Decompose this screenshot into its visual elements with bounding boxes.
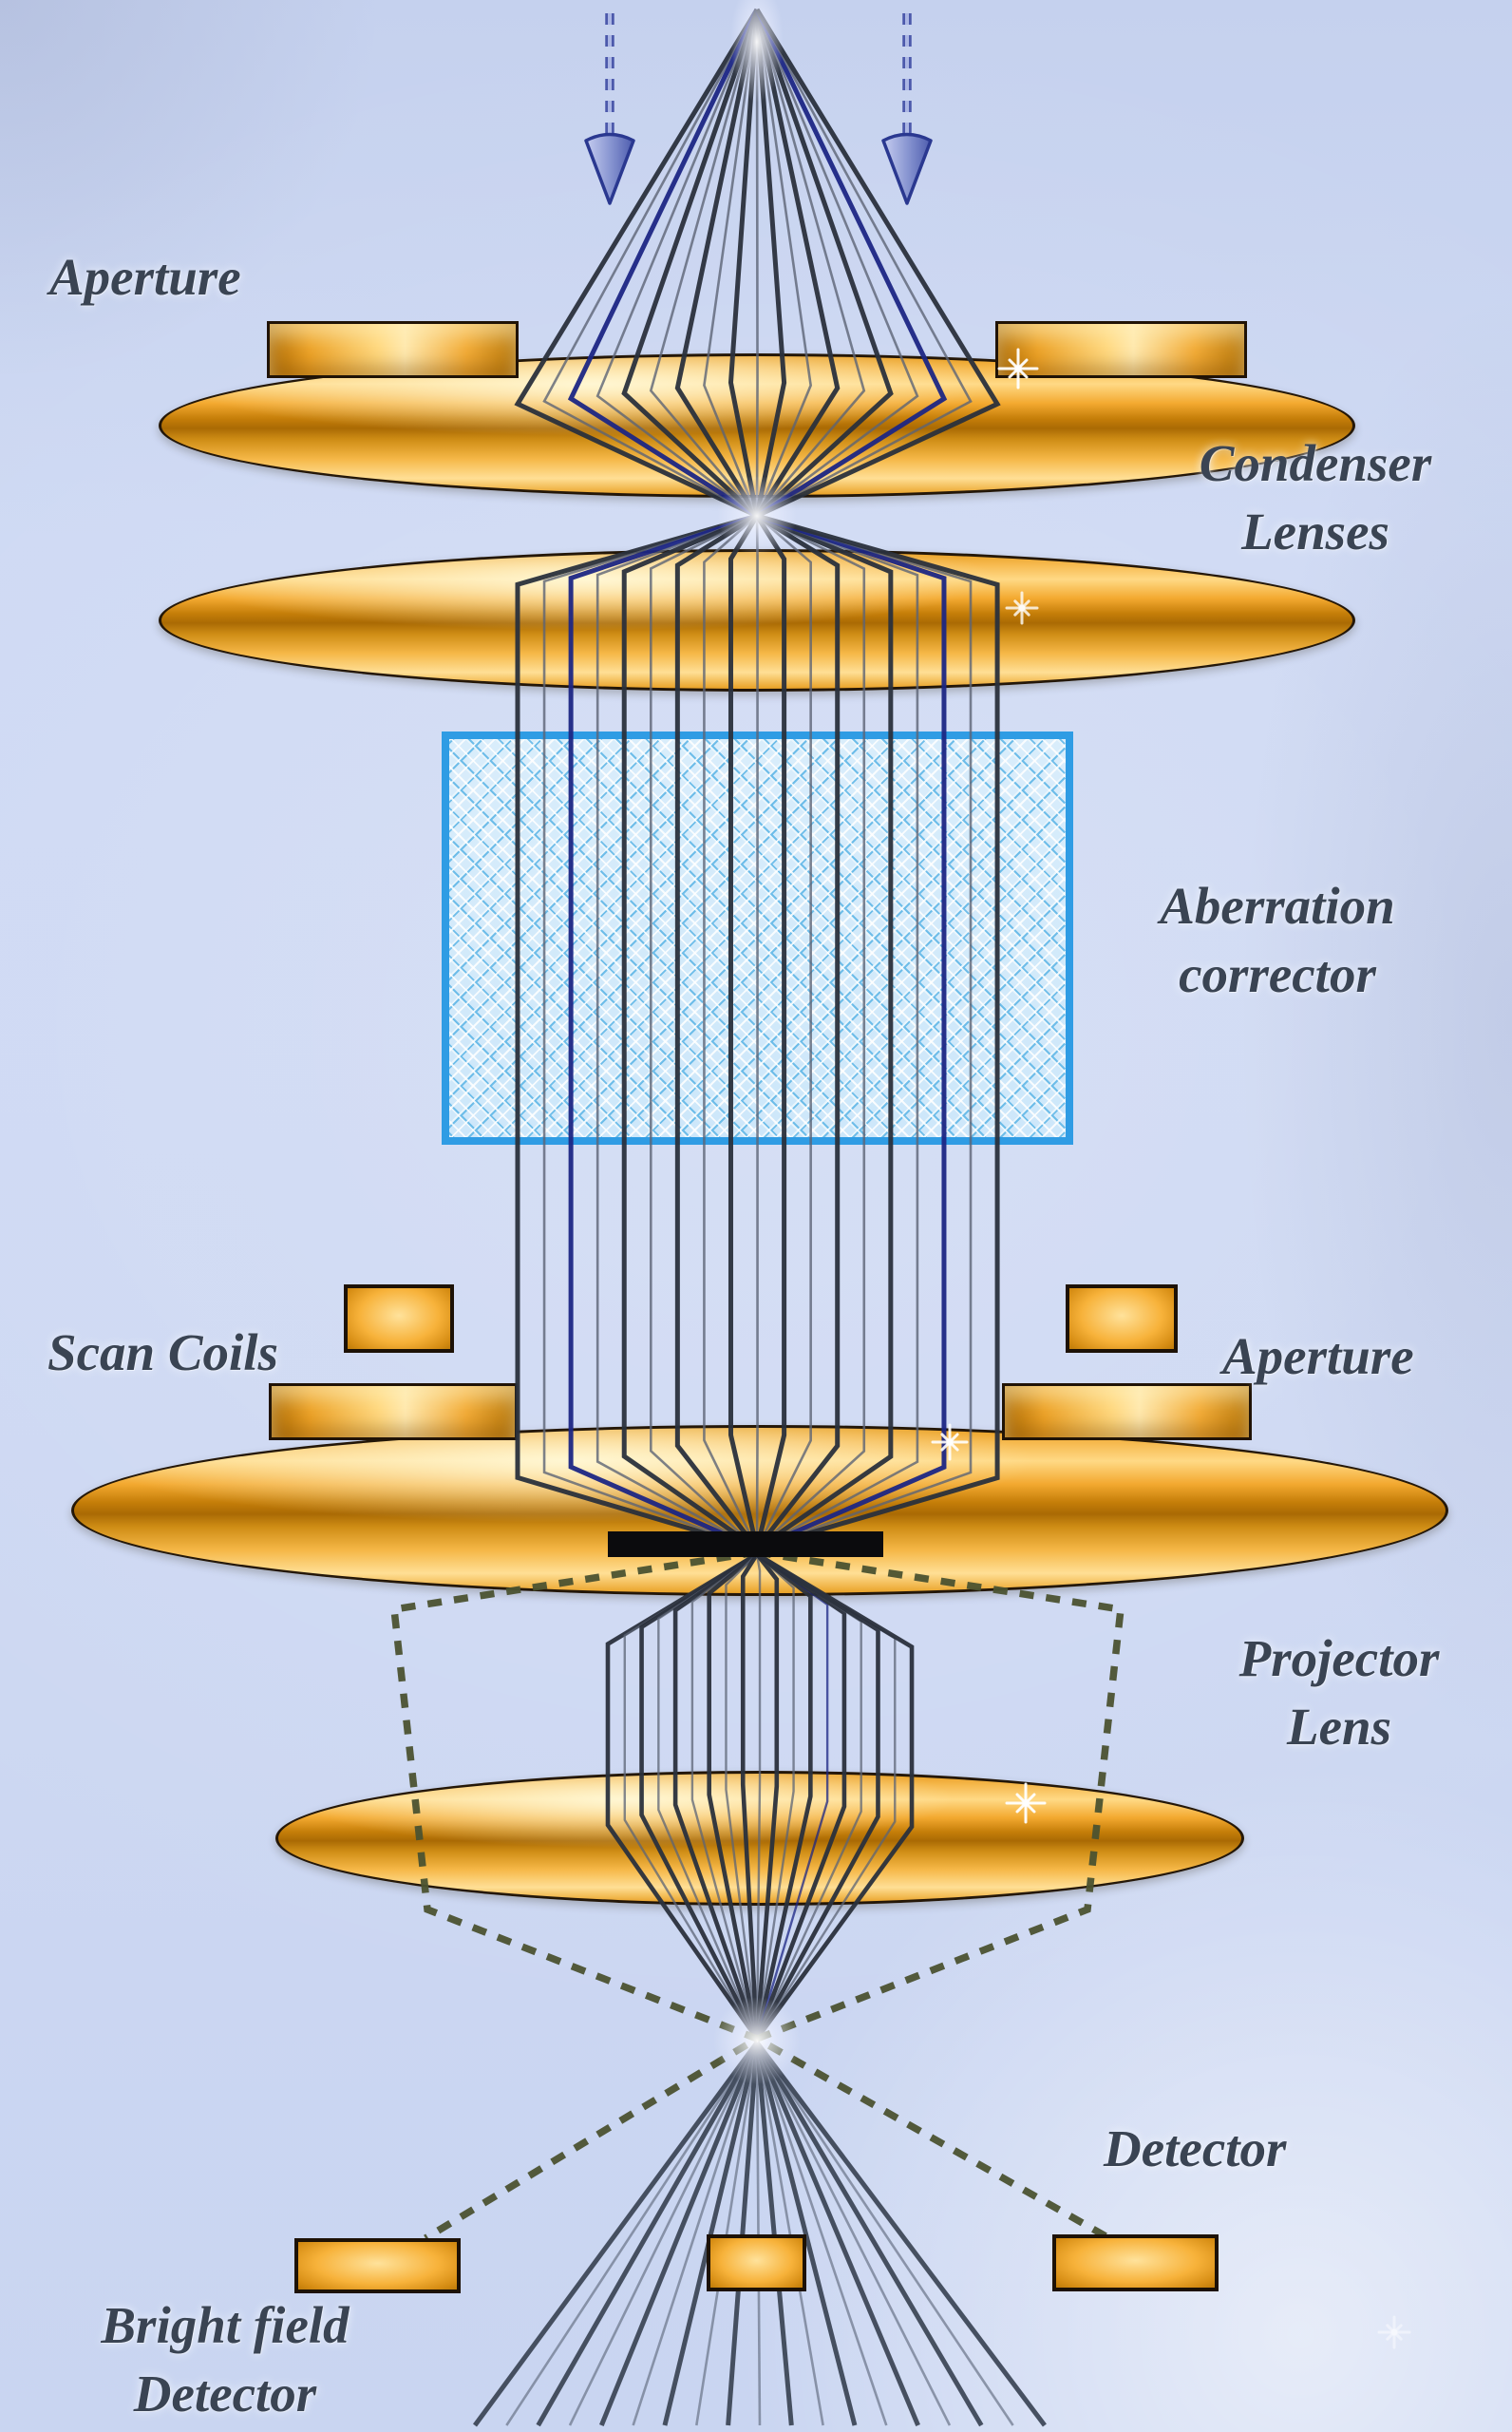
mid-aperture-bar-left bbox=[269, 1383, 518, 1440]
top-aperture-bar-left bbox=[267, 321, 519, 378]
label-bright-field-line1: Bright field bbox=[101, 2296, 350, 2354]
scan-coil-left bbox=[344, 1284, 454, 1353]
label-detector: Detector bbox=[1104, 2119, 1287, 2177]
label-projector-line2: Lens bbox=[1287, 1697, 1391, 1756]
label-aperture-mid: Aperture bbox=[1222, 1327, 1414, 1385]
label-condenser-lenses: Condenser Lenses bbox=[1154, 429, 1477, 565]
electron-beam-arrow-icon-left bbox=[584, 13, 635, 205]
label-aperture-top: Aperture bbox=[49, 248, 241, 306]
label-bright-field-line2: Detector bbox=[133, 2364, 317, 2422]
center-detector-box bbox=[707, 2234, 806, 2291]
scan-coil-right bbox=[1066, 1284, 1178, 1353]
electron-beam-arrow-icon-right bbox=[881, 13, 933, 205]
label-bright-field-detector: Bright field Detector bbox=[21, 2291, 429, 2427]
label-aberration-line1: Aberration bbox=[1160, 877, 1395, 935]
mid-aperture-bar-right bbox=[1002, 1383, 1252, 1440]
annular-detector-box bbox=[1052, 2234, 1219, 2291]
label-condenser-line2: Lenses bbox=[1241, 502, 1389, 560]
label-scan-coils: Scan Coils bbox=[47, 1323, 278, 1381]
bright-field-detector-box bbox=[294, 2238, 461, 2293]
label-condenser-line1: Condenser bbox=[1199, 434, 1432, 492]
label-aberration-corrector: Aberration corrector bbox=[1073, 872, 1482, 1008]
scattered-ray-dashes bbox=[389, 1548, 1125, 2242]
label-projector-line1: Projector bbox=[1238, 1629, 1440, 1687]
crossover-glows bbox=[713, 0, 801, 2084]
specimen-bar bbox=[608, 1531, 883, 1557]
incident-beam-arrows bbox=[584, 13, 933, 205]
label-projector-lens: Projector Lens bbox=[1182, 1624, 1496, 1760]
label-aberration-line2: corrector bbox=[1179, 944, 1376, 1003]
sparkle-glints bbox=[931, 348, 1411, 2349]
